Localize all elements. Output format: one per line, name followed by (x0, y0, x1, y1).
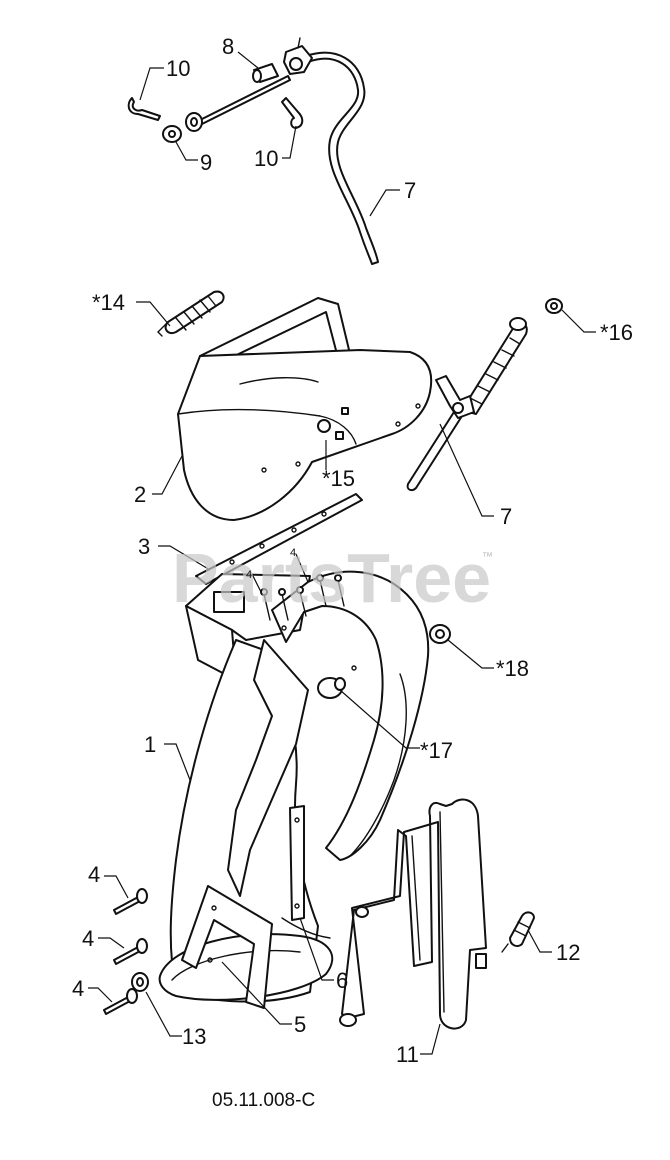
label-4-b: 4 (82, 926, 94, 951)
control-rod (195, 75, 291, 127)
label-14: *14 (92, 290, 125, 315)
label-7-lower: 7 (500, 504, 512, 529)
part-9-bushing (162, 125, 182, 143)
callout-labels: 8 10 9 10 7 *14 *16 2 *15 7 3 *18 1 *17 … (72, 34, 633, 1111)
label-17: *17 (420, 738, 453, 763)
watermark-tm: ™ (482, 551, 493, 563)
label-7-upper: 7 (404, 178, 416, 203)
label-15: *15 (322, 466, 355, 491)
part-7-cable-upper (305, 51, 379, 265)
watermark: PartsTree ™ (172, 539, 493, 617)
chute-front-flange (271, 570, 430, 861)
label-10-top: 10 (166, 56, 190, 81)
part-16-nut (545, 298, 563, 314)
part-4-bolts (103, 888, 148, 1015)
part-17-knob (317, 677, 346, 699)
label-small-4-a: 4 (290, 547, 296, 559)
part-13-washer (131, 972, 149, 992)
label-18: *18 (496, 656, 529, 681)
chute-assembly (158, 570, 451, 1009)
label-8: 8 (222, 34, 234, 59)
part-11-crank-rod (339, 798, 487, 1030)
label-11: 11 (396, 1042, 419, 1067)
label-16: *16 (600, 320, 633, 345)
chute-inner-panel (227, 639, 309, 897)
part-3-plate (195, 493, 363, 585)
part-5-bracket (181, 885, 273, 1009)
watermark-text: PartsTree (172, 539, 491, 617)
part-12-handle-knob (501, 911, 535, 953)
label-9: 9 (200, 150, 212, 175)
part-6-bracket (289, 805, 305, 921)
part-10-hairpin-right (281, 97, 304, 129)
label-2: 2 (134, 482, 146, 507)
leader-lines (88, 51, 596, 1055)
cable-assembly-top (127, 37, 379, 265)
label-small-4-b: 4 (246, 569, 252, 581)
deflector-assembly (157, 290, 563, 521)
top-bolts (260, 574, 345, 621)
label-6: 6 (336, 968, 348, 993)
part-14-spring (157, 290, 225, 337)
label-4-a: 4 (88, 862, 100, 887)
part-7-cable-lower (406, 317, 528, 492)
label-4-c: 4 (72, 976, 84, 1001)
label-5: 5 (294, 1012, 306, 1037)
drawing-code: 05.11.008-C (212, 1090, 315, 1111)
label-3: 3 (138, 534, 150, 559)
part-2-deflector (177, 349, 433, 521)
label-10-right: 10 (254, 146, 278, 171)
label-13: 13 (182, 1024, 206, 1049)
part-18-washer (429, 624, 451, 644)
label-1: 1 (144, 732, 156, 757)
rod-washer (185, 112, 203, 132)
part-10-hairpin-left (127, 97, 161, 121)
label-12: 12 (556, 940, 580, 965)
cable-clamp (283, 37, 313, 75)
part-8-pin (252, 63, 279, 83)
